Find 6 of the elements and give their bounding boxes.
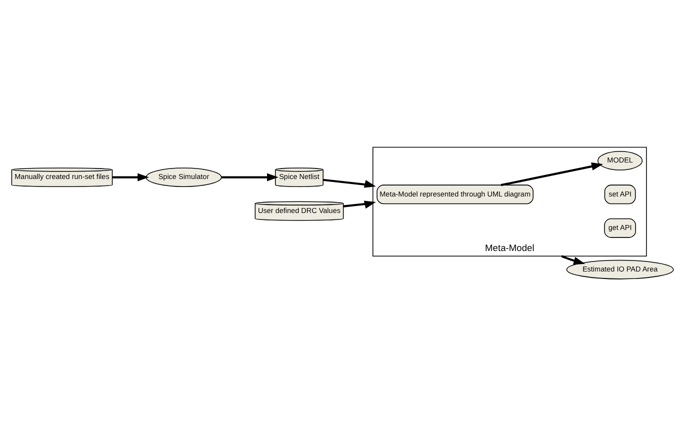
arrow [222, 172, 278, 181]
arrow [112, 172, 150, 181]
arrow [343, 200, 376, 208]
arrow [500, 162, 604, 186]
arrow [323, 178, 376, 188]
arrow [561, 254, 586, 264]
